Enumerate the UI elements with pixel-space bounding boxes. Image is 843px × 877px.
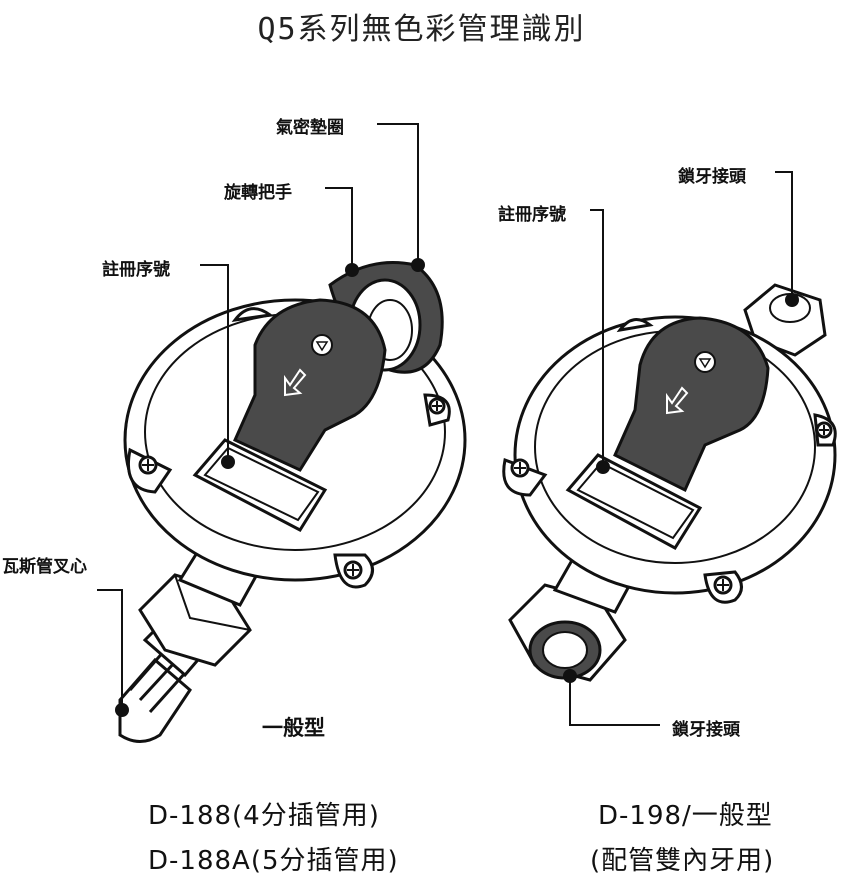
left-inlet-knob (328, 261, 444, 374)
label-lock-bottom: 鎖牙接頭 (672, 720, 740, 740)
right-reg-plate (565, 453, 703, 550)
right-handle (613, 316, 770, 493)
label-right-reg-no: 註冊序號 (498, 205, 566, 225)
label-left-reg-no: 註冊序號 (102, 260, 170, 280)
page-title: Q5系列無色彩管理識別 (257, 12, 586, 47)
label-type-general: 一般型 (262, 716, 325, 740)
leader-lines (97, 123, 793, 726)
left-screw-tabs (126, 307, 451, 589)
right-model-line2: (配管雙內牙用) (590, 846, 775, 876)
left-model-line2: D-188A(5分插管用) (148, 846, 399, 876)
right-screw-tabs (502, 318, 837, 604)
left-model-line1: D-188(4分插管用) (148, 801, 380, 831)
label-hose-nozzle: 瓦斯管叉心 (2, 557, 87, 577)
label-knob: 旋轉把手 (224, 183, 292, 203)
label-lock-top: 鎖牙接頭 (678, 167, 746, 187)
right-regulator (502, 283, 837, 682)
left-regulator (118, 261, 467, 743)
leader-dots (115, 258, 799, 717)
left-handle (233, 298, 387, 472)
right-model-line1: D-198/一般型 (598, 801, 773, 831)
label-gasket: 氣密墊圈 (276, 118, 344, 138)
right-bottom-nut (508, 583, 627, 682)
